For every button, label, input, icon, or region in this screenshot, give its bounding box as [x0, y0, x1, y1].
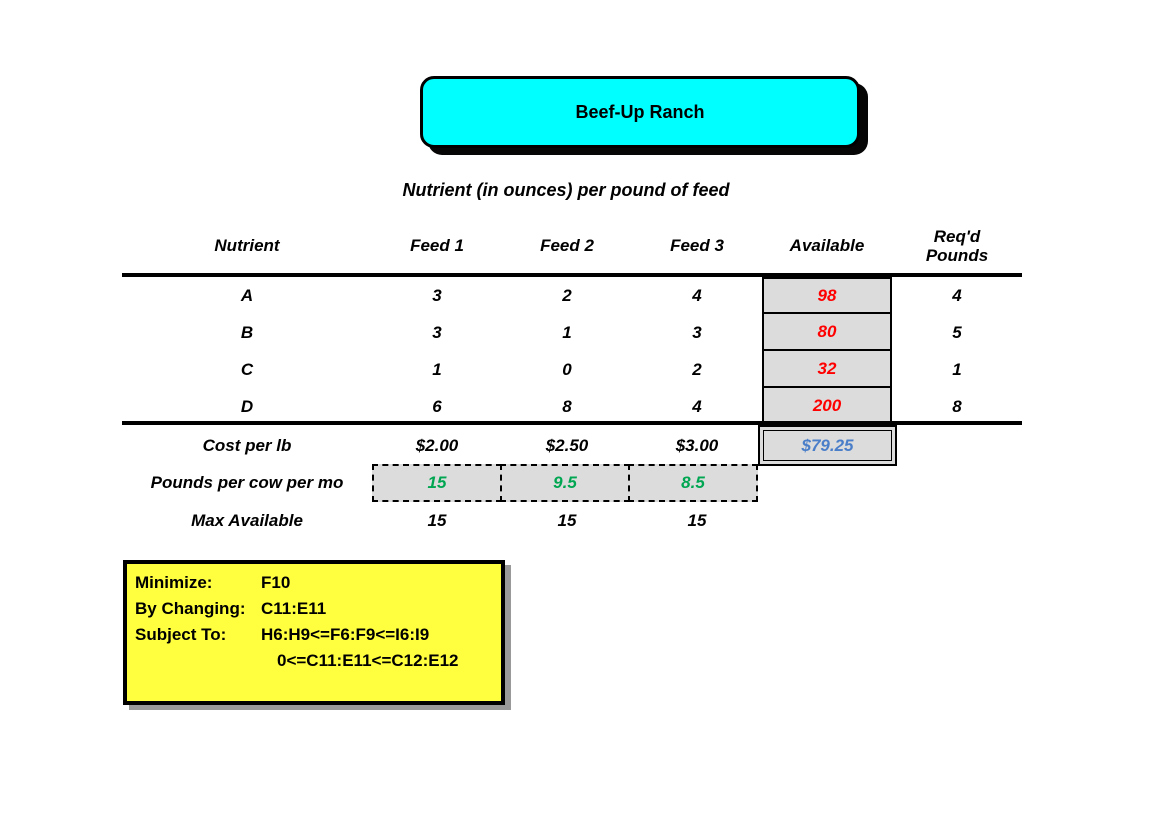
- cell-a-feed2: 2: [562, 285, 572, 305]
- max-row-label: Max Available: [191, 510, 303, 530]
- cell-a-available[interactable]: 98: [762, 277, 892, 314]
- cell-a-feed1: 3: [432, 285, 442, 305]
- row-label-c: C: [240, 359, 254, 379]
- cell-d-feed2: 8: [562, 396, 572, 416]
- cost-row-label: Cost per lb: [202, 435, 292, 455]
- max-feed2: 15: [557, 510, 577, 530]
- pounds-row: Pounds per cow per mo 15 9.5 8.5: [122, 464, 758, 502]
- solver-label-minimize: Minimize:: [135, 573, 213, 592]
- cell-b-feed1: 3: [432, 322, 442, 342]
- header-feed2: Feed 2: [540, 236, 594, 255]
- cost-feed2: $2.50: [545, 435, 589, 455]
- cell-b-available[interactable]: 80: [762, 314, 892, 351]
- solver-value-minimize: F10: [261, 573, 291, 592]
- cell-c-feed2: 0: [562, 359, 572, 379]
- solver-line-minimize: Minimize: F10: [135, 570, 493, 596]
- header-nutrient: Nutrient: [214, 236, 280, 255]
- cell-b-feed2: 1: [562, 322, 572, 342]
- solver-line-subject-to: Subject To: H6:H9<=F6:F9<=I6:I9: [135, 622, 493, 648]
- cell-d-reqd: 8: [952, 396, 962, 416]
- total-cost-value: $79.25: [801, 435, 854, 455]
- row-label-a: A: [240, 285, 254, 305]
- divider-line-top: [122, 273, 1022, 277]
- available-value-d: 200: [812, 395, 842, 415]
- header-feed1: Feed 1: [410, 236, 464, 255]
- cell-c-available[interactable]: 32: [762, 351, 892, 388]
- cell-d-feed3: 4: [692, 396, 702, 416]
- available-value-c: 32: [817, 358, 837, 378]
- cell-c-feed1: 1: [432, 359, 442, 379]
- cell-c-reqd: 1: [952, 359, 962, 379]
- row-label-b: B: [240, 322, 254, 342]
- cell-c-feed3: 2: [692, 359, 702, 379]
- solver-label-by-changing: By Changing:: [135, 599, 246, 618]
- total-cost-inner: $79.25: [763, 430, 892, 461]
- solver-line-constraint2: 0<=C11:E11<=C12:E12: [135, 648, 493, 674]
- header-reqd-pounds: Req'd Pounds: [892, 218, 1022, 274]
- header-feed3: Feed 3: [670, 236, 724, 255]
- solver-value-by-changing: C11:E11: [261, 599, 327, 618]
- cell-b-reqd: 5: [952, 322, 962, 342]
- header-available: Available: [789, 236, 865, 255]
- table-row-c: C 1 0 2 32 1: [122, 351, 1022, 388]
- cost-feed1: $2.00: [415, 435, 459, 455]
- changing-cell-feed2[interactable]: 9.5: [500, 464, 630, 502]
- divider-line-bottom: [122, 421, 1022, 425]
- cell-a-reqd: 4: [952, 285, 962, 305]
- changing-cell-feed3[interactable]: 8.5: [628, 464, 758, 502]
- pounds-row-label: Pounds per cow per mo: [150, 473, 344, 492]
- changing-value-feed2: 9.5: [553, 473, 577, 492]
- header-reqd-line2: Pounds: [925, 246, 989, 265]
- changing-cell-feed1[interactable]: 15: [372, 464, 502, 502]
- row-label-d: D: [240, 396, 254, 416]
- max-feed3: 15: [687, 510, 707, 530]
- table-row-b: B 3 1 3 80 5: [122, 314, 1022, 351]
- solver-value-constraint2: 0<=C11:E11<=C12:E12: [277, 651, 459, 670]
- solver-label-subject-to: Subject To:: [135, 625, 227, 644]
- table-row-a: A 3 2 4 98 4: [122, 277, 1022, 314]
- available-value-a: 98: [817, 285, 837, 305]
- max-feed1: 15: [427, 510, 447, 530]
- cost-feed3: $3.00: [675, 435, 719, 455]
- cell-a-feed3: 4: [692, 285, 702, 305]
- header-row: Nutrient Feed 1 Feed 2 Feed 3 Available …: [122, 218, 1022, 274]
- total-cost-cell[interactable]: $79.25: [758, 425, 897, 466]
- max-available-row: Max Available 15 15 15: [122, 502, 762, 539]
- changing-value-feed3: 8.5: [681, 473, 705, 492]
- title-box: Beef-Up Ranch: [420, 76, 860, 148]
- table-subtitle: Nutrient (in ounces) per pound of feed: [402, 180, 730, 200]
- available-value-b: 80: [817, 321, 837, 341]
- cell-d-feed1: 6: [432, 396, 442, 416]
- cost-row: Cost per lb $2.00 $2.50 $3.00: [122, 427, 762, 464]
- page-title: Beef-Up Ranch: [575, 101, 705, 122]
- solver-line-by-changing: By Changing: C11:E11: [135, 596, 493, 622]
- cell-b-feed3: 3: [692, 322, 702, 342]
- solver-value-constraint1: H6:H9<=F6:F9<=I6:I9: [261, 625, 430, 644]
- changing-value-feed1: 15: [427, 473, 447, 492]
- table-row-d: D 6 8 4 200 8: [122, 388, 1022, 425]
- header-reqd-line1: Req'd: [933, 227, 981, 246]
- cell-d-available[interactable]: 200: [762, 388, 892, 425]
- solver-model-box: Minimize: F10 By Changing: C11:E11 Subje…: [123, 560, 505, 705]
